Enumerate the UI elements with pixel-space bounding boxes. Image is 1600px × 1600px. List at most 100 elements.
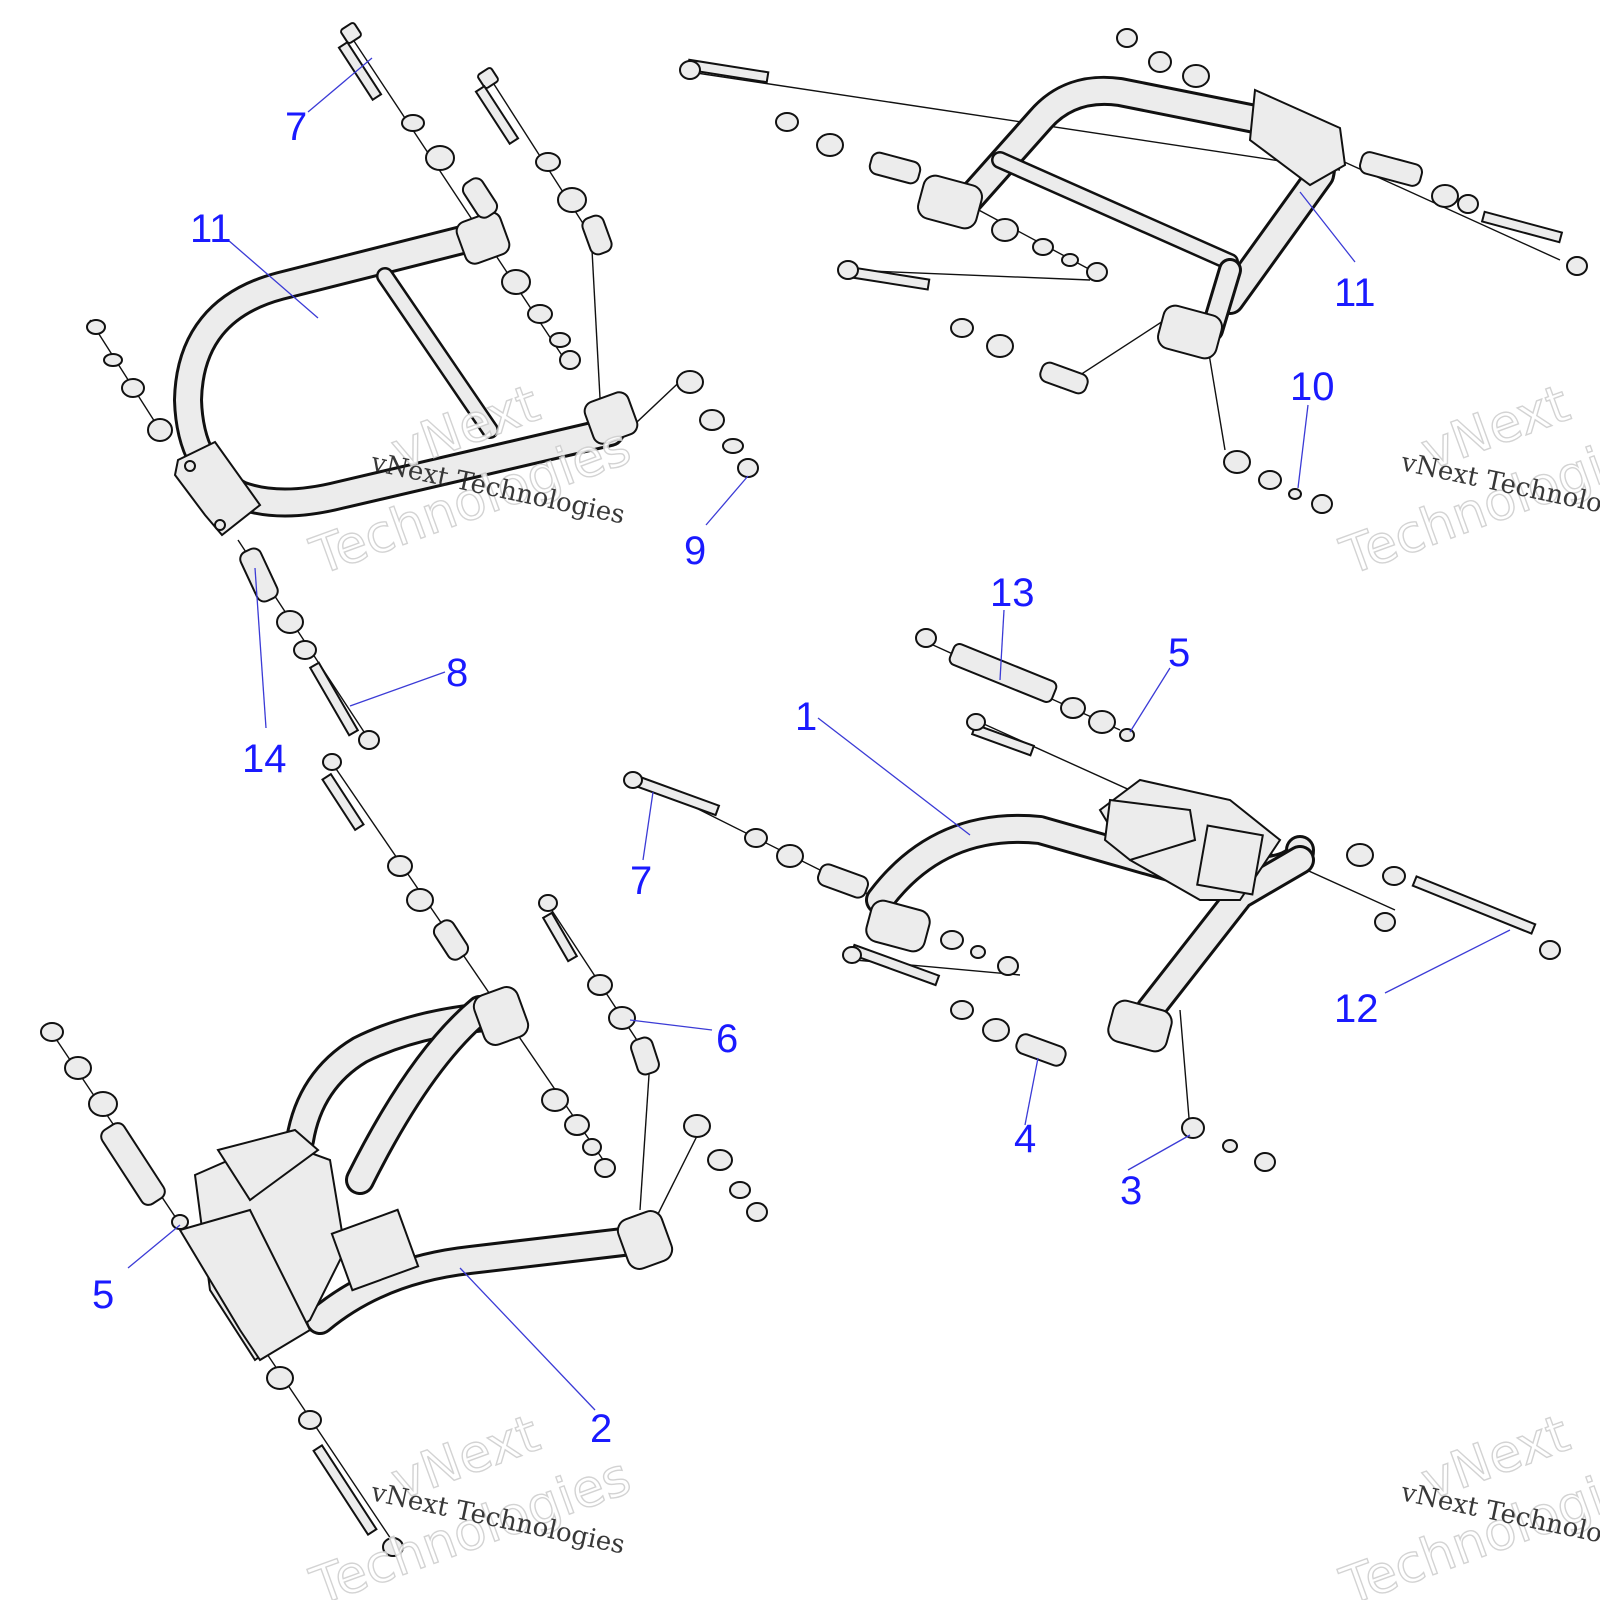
bushing <box>699 409 725 431</box>
bolt <box>1480 210 1564 244</box>
washer <box>1061 253 1079 267</box>
leader-lines <box>127 57 1511 1411</box>
callout-5: 5 <box>92 1273 114 1317</box>
pivot-sleeve <box>455 211 511 265</box>
washer <box>1457 194 1479 214</box>
bolt-hole <box>214 519 226 531</box>
pivot-sleeve <box>865 899 931 953</box>
nut <box>915 628 937 648</box>
nut <box>1116 28 1138 48</box>
shock-mount <box>1196 824 1264 896</box>
washer-5 <box>1119 728 1135 742</box>
bolt-7 <box>337 22 383 102</box>
arm-11b-bracket <box>1248 88 1347 187</box>
washer <box>775 112 799 132</box>
callout-8: 8 <box>446 651 468 695</box>
shock-mount <box>330 1208 420 1292</box>
washer <box>1382 866 1406 886</box>
bushing <box>121 378 145 398</box>
arm-2-plate-side <box>178 1208 312 1362</box>
sleeve-14 <box>239 547 279 603</box>
lower-left-arm-assembly <box>40 753 768 1557</box>
callout-labels: 7 11 9 8 14 11 10 13 5 1 7 12 4 3 6 5 2 <box>92 105 1379 1451</box>
bushing <box>276 610 304 634</box>
pivot-sleeve <box>917 174 983 230</box>
bushing <box>1060 697 1086 719</box>
washer <box>64 1056 92 1080</box>
nut-9 <box>737 458 759 478</box>
sleeve <box>868 151 922 185</box>
bolt-head <box>623 771 643 789</box>
callout-6: 6 <box>716 1017 738 1061</box>
nut <box>1311 494 1333 514</box>
nut <box>746 1202 768 1222</box>
sleeve <box>816 863 870 899</box>
callout-4: 4 <box>1014 1117 1036 1161</box>
bushing <box>1223 450 1251 474</box>
washer <box>582 1138 602 1156</box>
washer <box>103 353 123 367</box>
callout-9: 9 <box>684 529 706 573</box>
bushing <box>266 1366 294 1390</box>
washer <box>401 114 425 132</box>
bolt-head <box>966 713 986 731</box>
bushing <box>986 334 1014 358</box>
nut <box>594 1158 616 1178</box>
bolt-head <box>1539 940 1561 960</box>
bolt-8 <box>308 661 360 737</box>
bushing <box>1088 710 1116 734</box>
pivot-sleeve <box>616 1210 674 1270</box>
bolt-12 <box>1411 875 1537 935</box>
bushing <box>501 269 531 295</box>
arm-2-bracket <box>216 1128 320 1202</box>
pivot-sleeve <box>472 986 530 1046</box>
sleeve-13 <box>948 643 1058 703</box>
upper-arm-11-tube <box>173 223 625 518</box>
callout-5: 5 <box>1168 631 1190 675</box>
bolt <box>538 894 579 963</box>
bolt <box>474 67 520 146</box>
washer <box>298 1410 322 1430</box>
nut <box>559 350 581 370</box>
bushing <box>1431 184 1459 208</box>
washer <box>527 304 553 324</box>
callout-10: 10 <box>1290 365 1335 409</box>
callout-11: 11 <box>1334 271 1376 315</box>
washer <box>722 438 744 454</box>
washer <box>549 332 571 348</box>
callout-7: 7 <box>630 859 652 903</box>
bolt <box>321 753 365 832</box>
callout-2: 2 <box>590 1407 612 1451</box>
bushing <box>1182 64 1210 88</box>
arm-11-bracket <box>173 440 262 537</box>
washer <box>587 974 613 996</box>
bolt-head <box>382 1537 404 1557</box>
bushing <box>816 133 844 157</box>
watermark: vNext Technologies vNext Technologies vN… <box>302 373 1600 1600</box>
sleeve <box>581 214 613 256</box>
bolt-head <box>842 946 862 964</box>
callout-13: 13 <box>990 571 1035 615</box>
nut <box>1374 912 1396 932</box>
nut <box>40 1022 64 1042</box>
bolt-7b <box>629 773 721 817</box>
bushing <box>406 888 434 912</box>
bushing <box>557 187 587 213</box>
bolt-8-head <box>358 730 380 750</box>
pivot-sleeve <box>1107 999 1173 1053</box>
washer <box>950 1000 974 1020</box>
bushing <box>1346 843 1374 867</box>
washer <box>1222 1139 1238 1153</box>
nut <box>997 956 1019 976</box>
sleeve <box>630 1036 660 1076</box>
sleeve <box>461 177 499 219</box>
nut <box>86 319 106 335</box>
nut <box>1086 262 1108 282</box>
bolt-head <box>837 260 859 280</box>
pivot-sleeve <box>583 391 639 445</box>
upper-right-arm-assembly <box>679 28 1588 514</box>
callout-1: 1 <box>795 695 817 739</box>
bolt <box>849 943 941 987</box>
callout-14: 14 <box>242 737 287 781</box>
